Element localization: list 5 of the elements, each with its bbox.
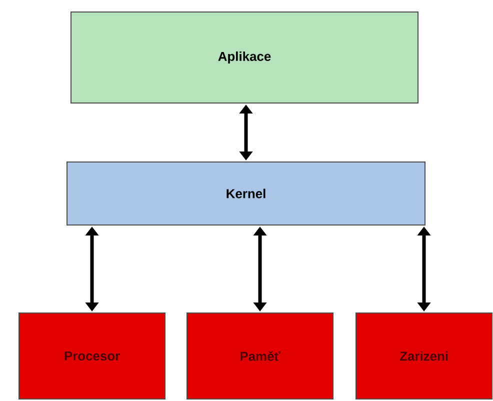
hardware-box: Zarizeni: [356, 312, 492, 400]
kernel-box: Kernel: [66, 162, 426, 226]
hardware-box: Procesor: [18, 312, 166, 400]
hardware-box: Paměť: [186, 312, 334, 400]
application-box: Aplikace: [70, 12, 418, 104]
